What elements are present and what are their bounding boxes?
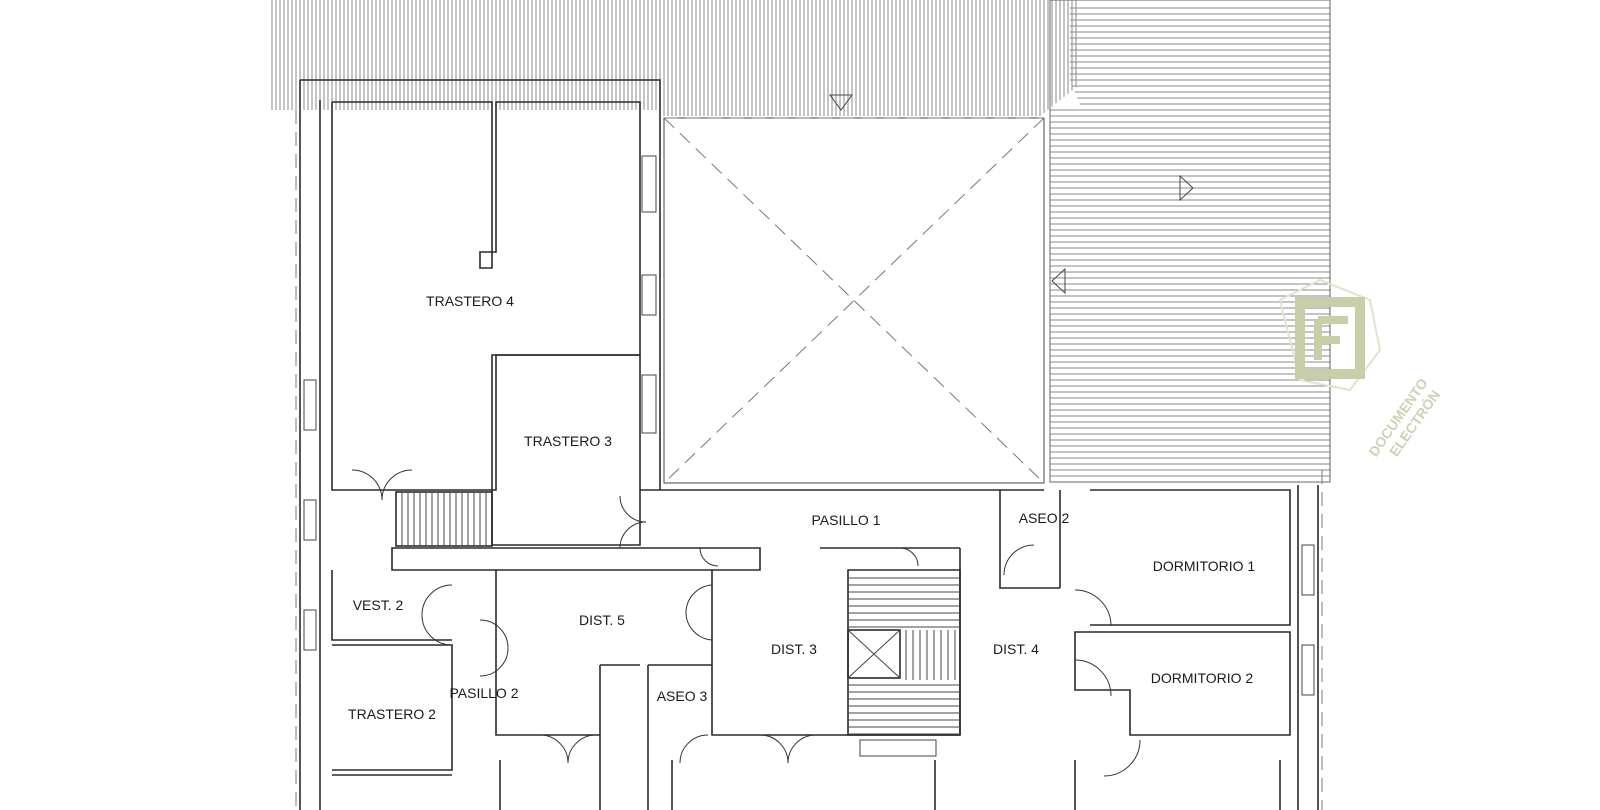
doors xyxy=(351,469,1141,777)
roof-hatch-top-middle xyxy=(663,0,1077,116)
label-dist-3: DIST. 3 xyxy=(771,641,817,657)
label-trastero-4: TRASTERO 4 xyxy=(426,293,514,309)
stair-outline xyxy=(847,569,961,736)
patio-void xyxy=(663,117,1045,484)
label-dist-4: DIST. 4 xyxy=(993,641,1039,657)
staircase-small xyxy=(395,491,493,547)
room-trastero-3 xyxy=(491,354,641,546)
label-trastero-3: TRASTERO 3 xyxy=(524,433,612,449)
exterior-walls xyxy=(295,79,1323,810)
label-pasillo-1: PASILLO 1 xyxy=(811,512,880,528)
room-labels: TRASTERO 4 TRASTERO 3 PASILLO 1 ASEO 2 D… xyxy=(348,293,1255,722)
label-aseo-2: ASEO 2 xyxy=(1019,510,1070,526)
label-dist-5: DIST. 5 xyxy=(579,612,625,628)
label-trastero-2: TRASTERO 2 xyxy=(348,706,436,722)
roof-slope-arrows xyxy=(829,94,1194,295)
label-dormitorio-1: DORMITORIO 1 xyxy=(1153,558,1256,574)
roof-hatch-top-left xyxy=(271,0,661,110)
watermark-stamp: DOCUMENTO ELECTRÓN xyxy=(1278,278,1443,459)
label-pasillo-2: PASILLO 2 xyxy=(449,685,518,701)
roof-right-border xyxy=(1049,0,1331,483)
label-aseo-3: ASEO 3 xyxy=(657,688,708,704)
label-dormitorio-2: DORMITORIO 2 xyxy=(1151,670,1254,686)
roof-hatch-right xyxy=(1049,0,1331,483)
label-vest-2: VEST. 2 xyxy=(353,597,404,613)
corridor-walls xyxy=(331,489,1291,810)
staircase-central xyxy=(847,569,961,736)
windows xyxy=(303,379,1315,696)
